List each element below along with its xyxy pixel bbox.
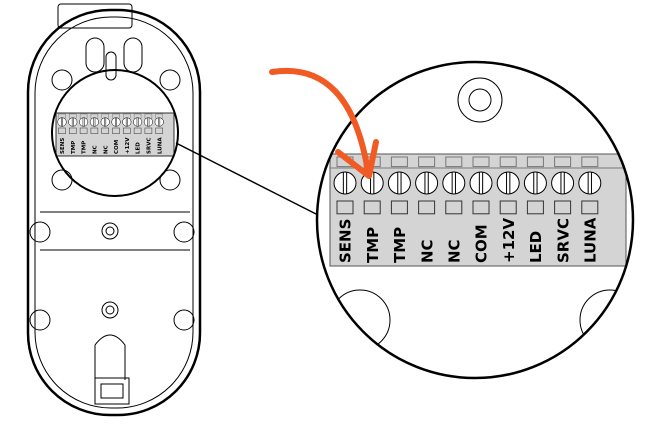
screw-icon [111,117,121,127]
wire-entry [472,200,490,215]
terminal-label: LUNA [582,217,600,263]
terminal-tmp: TMP [387,156,411,263]
terminal-tab [581,156,599,168]
terminal-com: COM [111,113,121,154]
terminal-luna: LUNA [578,156,602,263]
leader-line [175,142,319,216]
wire-entry [390,200,408,215]
terminal-label: COM [114,140,120,154]
screw-icon [333,171,357,195]
terminal-block: SENS TMP TMP NC NC COM +12V LED SRVC LUNA [329,153,627,267]
terminal-label: NC [103,145,109,154]
detail-callout-circle [51,69,179,197]
terminal-label: TMP [364,227,382,263]
terminal-label: SRVC [146,138,152,155]
screw-icon [415,171,439,195]
screw-icon [143,117,153,127]
terminal-label: NC [446,239,464,263]
terminal-tmp: TMP [79,113,89,154]
arrow-pointer [269,67,379,179]
screw-icon [387,171,411,195]
terminal-label: TMP [391,227,409,263]
device-housing [26,3,202,417]
wire-entry [112,127,120,134]
terminal-label: COM [473,224,491,263]
screw-icon [523,171,547,195]
terminal-plus-12v: +12V [496,156,520,263]
wire-entry [69,127,77,134]
small-terminal-block: SENS TMP TMP NC NC COM +12V LED SRVC LUNA [55,112,175,157]
screw-icon [57,117,67,127]
terminal-label: +12V [500,218,518,263]
terminal-srvc: SRVC [143,113,153,155]
screw-icon [154,117,164,127]
screw-icon [79,117,89,127]
screw-icon [578,171,602,195]
wire-entry [526,200,544,215]
terminal-plus-12v: +12V [122,113,132,154]
terminal-nc: NC [100,113,110,154]
terminal-tmp: TMP [68,113,78,154]
wire-entry [499,200,517,215]
screw-icon [551,171,575,195]
terminal-sens: SENS [57,113,67,154]
wire-entry [155,127,163,134]
screw-icon [89,117,99,127]
terminal-tab [526,156,544,168]
wire-entry [554,200,572,215]
magnified-view: SENS TMP TMP NC NC COM +12V LED SRVC LUNA [317,62,633,378]
terminal-label: LED [136,142,142,154]
terminal-srvc: SRVC [551,156,575,263]
terminal-tab [418,156,436,168]
terminal-tab [499,156,517,168]
screw-icon [122,117,132,127]
wire-entry [581,200,599,215]
terminal-tab [390,156,408,168]
wire-entry [445,200,463,215]
screw-icon [442,171,466,195]
terminal-label: SENS [60,138,66,154]
terminal-label: LUNA [157,137,163,154]
wire-entry [418,200,436,215]
wire-entry [123,127,131,134]
terminal-nc: NC [442,156,466,263]
terminal-led: LED [133,113,143,154]
terminal-luna: LUNA [154,113,164,154]
screw-icon [100,117,110,127]
terminal-tab [472,156,490,168]
magnified-callout-circle [315,60,635,380]
terminal-com: COM [469,156,493,263]
terminal-label: NC [418,239,436,263]
screw-icon [496,171,520,195]
terminal-label: +12V [125,137,131,154]
terminal-label: TMP [82,141,88,154]
terminal-sens: SENS [333,156,357,263]
wire-entry [90,127,99,134]
screw-icon [133,117,143,127]
terminal-label: TMP [71,141,77,154]
screw-icon [68,117,78,127]
terminal-tab [445,156,463,168]
terminal-tab [554,156,572,168]
terminal-label: SRVC [554,218,572,263]
terminal-nc: NC [89,113,99,154]
terminal-nc: NC [415,156,439,263]
wire-entry [144,127,153,134]
wire-entry [363,200,381,215]
wire-entry [133,127,142,134]
terminal-label: SENS [337,219,355,263]
wire-entry [101,127,109,134]
wire-entry [58,127,66,134]
wire-entry [336,200,354,215]
terminal-led: LED [523,156,547,263]
terminal-label: LED [527,231,545,263]
screw-icon [469,171,493,195]
terminal-label: NC [92,145,98,154]
wire-entry [79,127,88,134]
